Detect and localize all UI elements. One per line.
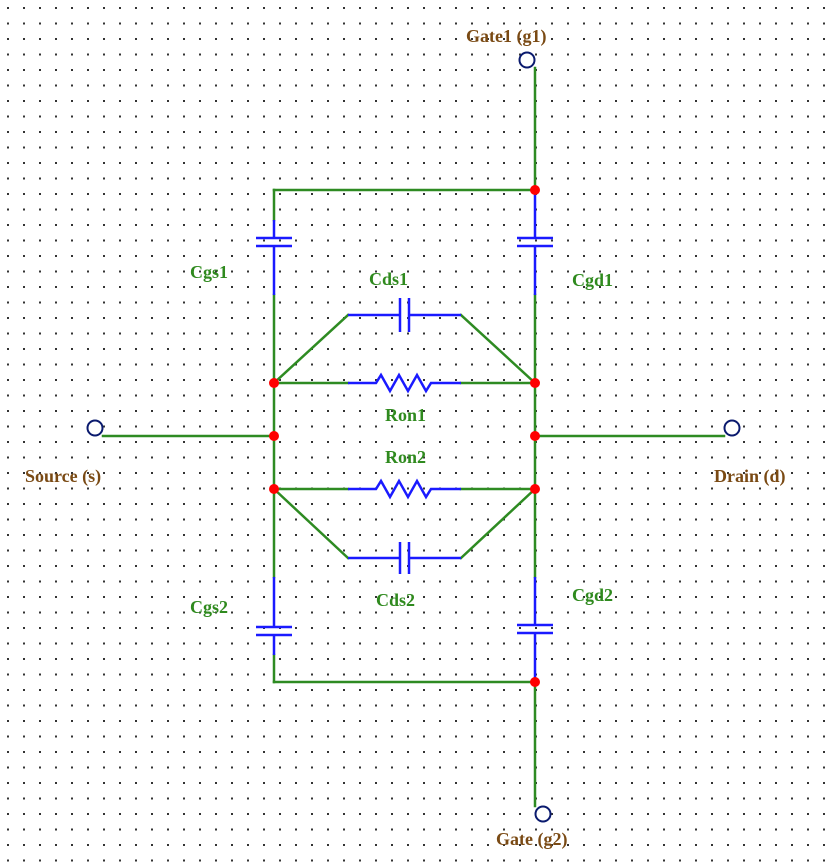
label-cds2: Cds2 [376,590,415,610]
node-source [269,431,279,441]
label-cgs1: Cgs1 [190,262,228,282]
label-source: Source (s) [25,466,101,487]
capacitor-cgs2 [256,577,292,655]
node-right-upper [530,378,540,388]
wire-cds1-right-diag [459,313,537,385]
resistor-ron1 [348,372,461,394]
wire-cds1-left-diag [272,313,350,385]
terminal-source[interactable] [86,419,104,437]
label-cds1: Cds1 [369,269,408,289]
node-right-lower [530,484,540,494]
label-cgd1: Cgd1 [572,270,613,290]
terminal-gate1[interactable] [518,51,536,69]
terminal-gate2[interactable] [534,805,552,823]
label-gate2: Gate (g2) [496,829,567,850]
wire-cds2-left-diag [272,487,350,560]
label-cgs2: Cgs2 [190,597,228,617]
label-gate1: Gate1 (g1) [466,26,546,47]
label-cgd2: Cgd2 [572,585,613,605]
label-drain: Drain (d) [714,466,786,487]
capacitor-cgs1 [256,220,292,295]
wires [101,66,726,808]
wire-cds2-right-diag [459,487,537,560]
label-ron2: Ron2 [385,447,426,467]
terminal-drain[interactable] [723,419,741,437]
node-drain [530,431,540,441]
node-bottom-right [530,677,540,687]
junction-nodes [269,185,540,687]
capacitor-cds1 [348,298,461,332]
node-left-lower [269,484,279,494]
node-left-upper [269,378,279,388]
capacitor-cgd1 [517,190,553,295]
capacitor-cds2 [348,542,461,574]
capacitor-cgd2 [517,577,553,682]
label-ron1: Ron1 [385,405,426,425]
node-top-right [530,185,540,195]
resistor-ron2 [348,478,461,500]
